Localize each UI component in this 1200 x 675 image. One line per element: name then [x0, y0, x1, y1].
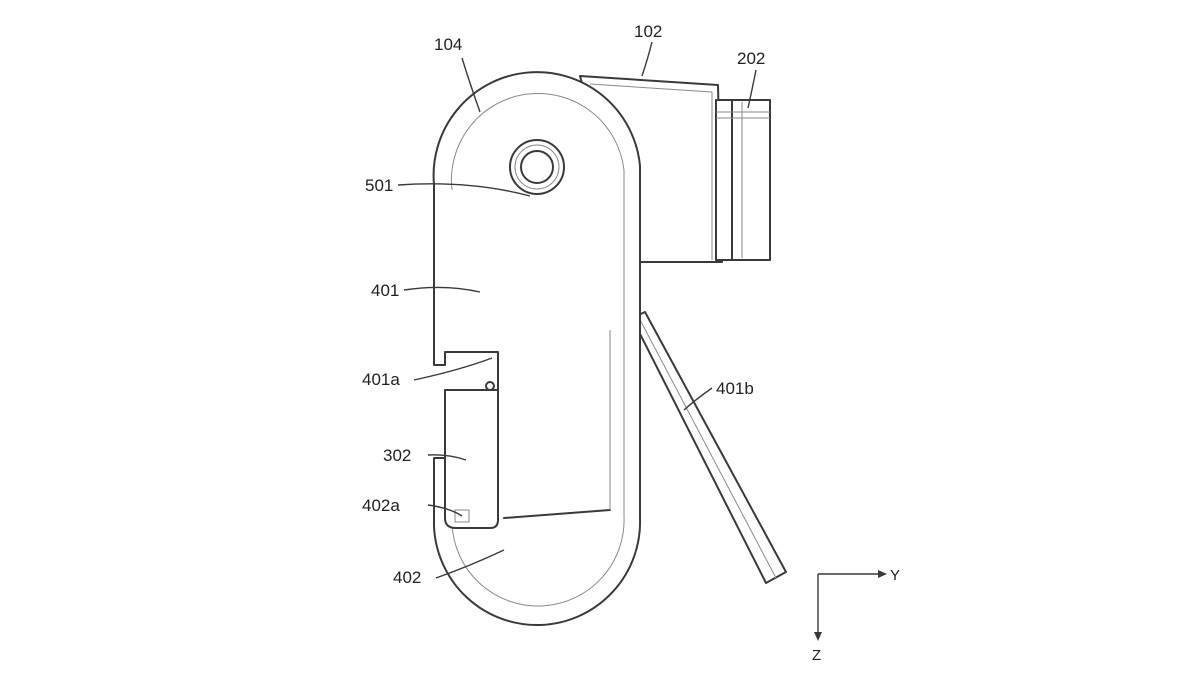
axes-indicator: Y Z — [812, 567, 900, 664]
leader-402 — [435, 549, 505, 579]
lens-202 — [715, 99, 771, 261]
label-401a: 401a — [362, 370, 400, 389]
label-402a: 402a — [362, 496, 400, 515]
clip-302 — [444, 381, 499, 529]
leader-302 — [427, 454, 467, 461]
pivot-501 — [509, 139, 565, 195]
label-302: 302 — [383, 446, 411, 465]
label-104: 104 — [434, 35, 462, 54]
leader-102 — [641, 41, 653, 77]
label-102: 102 — [634, 22, 662, 41]
axis-y-label: Y — [890, 567, 900, 584]
leader-501 — [397, 183, 531, 197]
label-401: 401 — [371, 281, 399, 300]
leader-104 — [461, 57, 481, 113]
leader-202 — [747, 69, 757, 109]
axis-z-label: Z — [812, 647, 821, 664]
label-202: 202 — [737, 49, 765, 68]
leader-402a — [427, 504, 463, 517]
strap-401b — [631, 311, 787, 584]
label-501: 501 — [365, 176, 393, 195]
label-402: 402 — [393, 568, 421, 587]
leader-401b — [683, 387, 713, 411]
leader-401a — [413, 357, 493, 381]
leader-401 — [403, 286, 481, 293]
label-401b: 401b — [716, 379, 754, 398]
